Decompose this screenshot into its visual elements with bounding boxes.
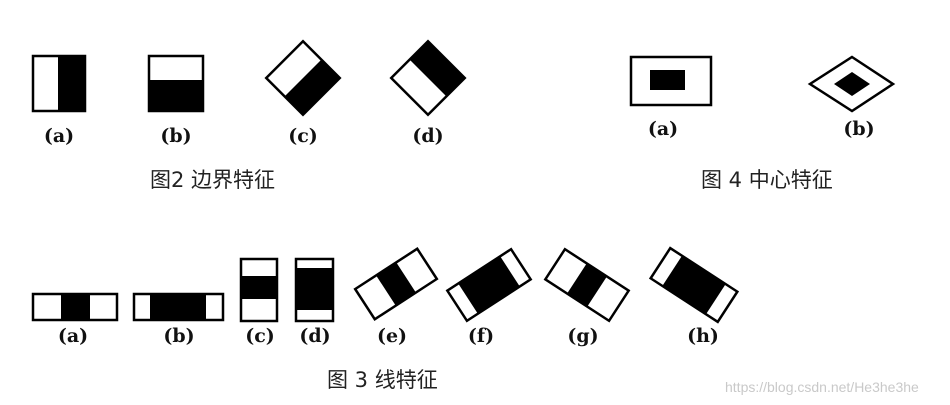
figure4-caption: 图 4 中心特征	[701, 168, 833, 192]
line-feature-e	[353, 247, 439, 321]
edge-feature-b	[147, 54, 205, 113]
line-feature-d	[294, 257, 335, 323]
center-label-a: (a)	[647, 118, 679, 140]
edge-feature-c	[264, 39, 342, 117]
line-label-d: (d)	[299, 325, 331, 347]
watermark: https://blog.csdn.net/He3he3he	[725, 379, 919, 395]
line-feature-f	[445, 247, 533, 323]
line-feature-h	[648, 246, 740, 324]
line-label-f: (f)	[467, 325, 495, 347]
edge-label-c: (c)	[288, 125, 318, 147]
line-label-h: (h)	[687, 325, 719, 347]
line-feature-c	[239, 257, 279, 323]
edge-feature-a	[31, 54, 87, 113]
line-label-a: (a)	[57, 325, 89, 347]
line-label-c: (c)	[245, 325, 275, 347]
line-label-b: (b)	[163, 325, 195, 347]
edge-label-d: (d)	[412, 125, 444, 147]
edge-feature-d	[389, 39, 467, 117]
line-feature-g	[543, 247, 631, 323]
line-label-e: (e)	[376, 325, 408, 347]
center-feature-b	[807, 55, 896, 113]
line-feature-a	[31, 292, 119, 322]
edge-label-b: (b)	[160, 125, 192, 147]
line-feature-b	[132, 292, 225, 322]
edge-label-a: (a)	[43, 125, 75, 147]
figure3-caption: 图 3 线特征	[327, 368, 438, 392]
center-label-b: (b)	[843, 118, 875, 140]
center-feature-a	[629, 55, 713, 107]
figure2-caption: 图2 边界特征	[150, 168, 276, 192]
line-label-g: (g)	[567, 325, 599, 347]
